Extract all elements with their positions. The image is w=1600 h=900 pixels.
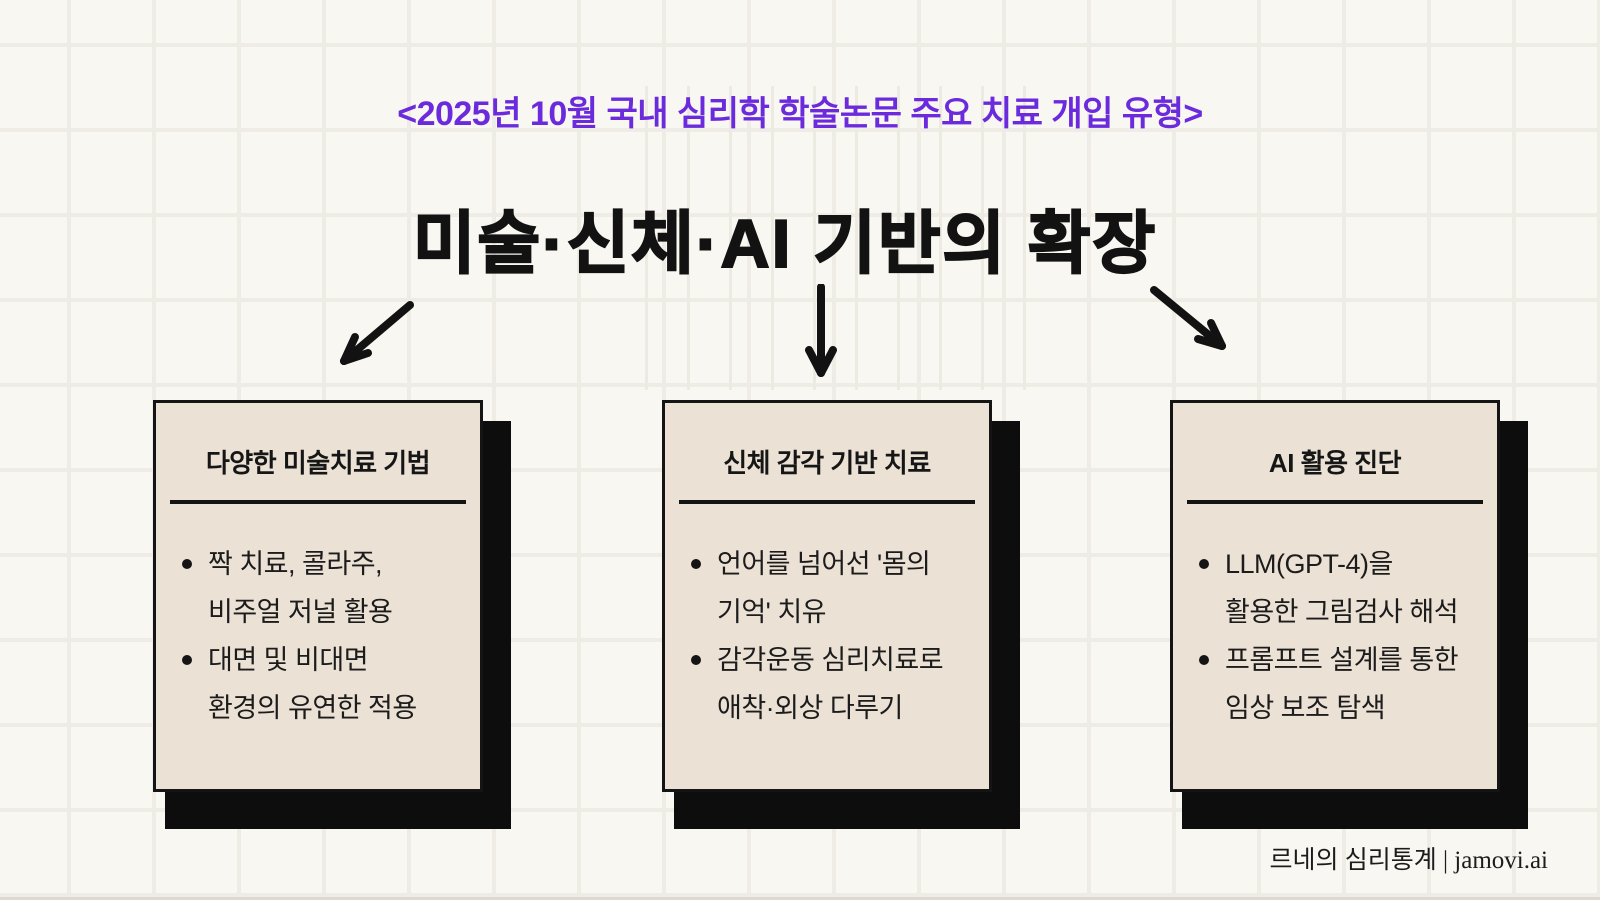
card-art-therapy: 다양한 미술치료 기법 짝 치료, 콜라주, 비주얼 저널 활용 대면 및 비대… (153, 400, 483, 792)
arrow-down-icon (800, 284, 842, 380)
card-bullet-list: 짝 치료, 콜라주, 비주얼 저널 활용 대면 및 비대면 환경의 유연한 적용 (156, 540, 480, 732)
bullet-dot-icon (182, 559, 192, 569)
bullet-dot-icon (1199, 655, 1209, 665)
card-title: 신체 감각 기반 치료 (723, 448, 931, 478)
card-title: 다양한 미술치료 기법 (205, 448, 431, 478)
bullet-dot-icon (182, 655, 192, 665)
bullet-text: 언어를 넘어선 '몸의 기억' 치유 (717, 549, 931, 627)
bullet-item: 감각운동 심리치료로 애착·외상 다루기 (691, 636, 971, 732)
card-divider (170, 500, 466, 504)
bullet-text: 프롬프트 설계를 통한 임상 보조 탐색 (1225, 645, 1459, 723)
card-title: AI 활용 진단 (1268, 448, 1402, 478)
card-bullet-list: LLM(GPT-4)을 활용한 그림검사 해석 프롬프트 설계를 통한 임상 보… (1173, 540, 1497, 732)
bullet-text: 감각운동 심리치료로 애착·외상 다루기 (717, 645, 944, 723)
bullet-text: LLM(GPT-4)을 활용한 그림검사 해석 (1225, 549, 1459, 627)
bullet-dot-icon (691, 559, 701, 569)
bullet-text: 대면 및 비대면 환경의 유연한 적용 (208, 645, 417, 723)
bullet-text: 짝 치료, 콜라주, 비주얼 저널 활용 (208, 549, 393, 627)
page-title: <2025년 10월 국내 심리학 학술논문 주요 치료 개입 유형> (397, 95, 1203, 133)
card-divider (679, 500, 975, 504)
bullet-item: 프롬프트 설계를 통한 임상 보조 탐색 (1199, 636, 1479, 732)
footer-credit: 르네의 심리통계 | jamovi.ai (1269, 847, 1548, 874)
main-heading: 미술·신체·AI 기반의 확장 (412, 205, 1158, 283)
arrow-down-left-icon (336, 300, 416, 370)
card-ai-diagnosis: AI 활용 진단 LLM(GPT-4)을 활용한 그림검사 해석 프롬프트 설계… (1170, 400, 1500, 792)
arrow-down-right-icon (1148, 284, 1230, 354)
bullet-item: LLM(GPT-4)을 활용한 그림검사 해석 (1199, 540, 1479, 636)
bullet-dot-icon (691, 655, 701, 665)
card-bullet-list: 언어를 넘어선 '몸의 기억' 치유 감각운동 심리치료로 애착·외상 다루기 (665, 540, 989, 732)
card-body-sensory-therapy: 신체 감각 기반 치료 언어를 넘어선 '몸의 기억' 치유 감각운동 심리치료… (662, 400, 992, 792)
bullet-dot-icon (1199, 559, 1209, 569)
bullet-item: 짝 치료, 콜라주, 비주얼 저널 활용 (182, 540, 462, 636)
card-divider (1187, 500, 1483, 504)
bottom-edge-divider (0, 897, 1600, 900)
bullet-item: 언어를 넘어선 '몸의 기억' 치유 (691, 540, 971, 636)
bullet-item: 대면 및 비대면 환경의 유연한 적용 (182, 636, 462, 732)
